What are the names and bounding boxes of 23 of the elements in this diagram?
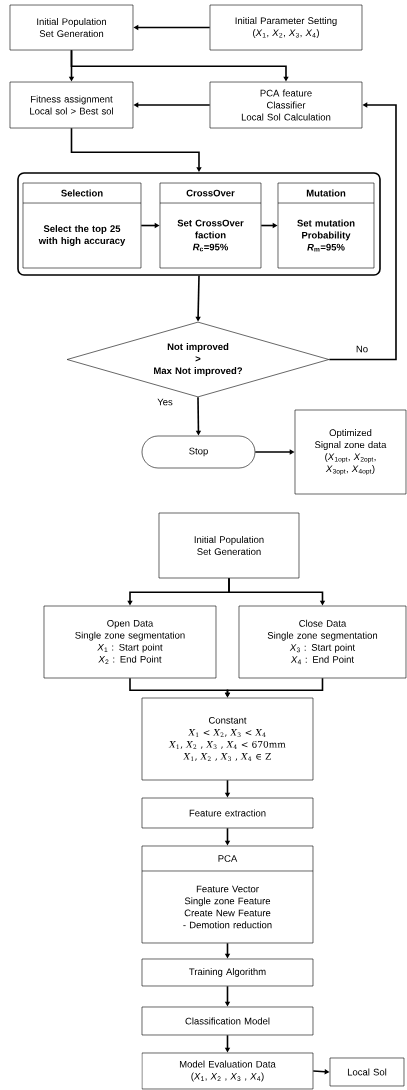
process-box: Classification Model	[141, 1006, 314, 1036]
process-box: Initial Population Set Generation	[9, 4, 134, 51]
terminal-box: Stop	[141, 435, 256, 469]
process-box: Constant X$_{1}$ < X$_{2}$, X$_{3}$ < X$_{4}$ X$_{1}$, X$_{2}$ , X$_{3}$ , X$_{4}$ < 670mm X$_{1}$, X$_{2}$ , X$_{3}$ , X$_{4}$ ∈ Z	[141, 697, 314, 781]
process-box: Feature extraction	[141, 797, 314, 829]
process-box: PCA feature Classifier Local Sol Calculation	[209, 81, 363, 129]
process-box: Initial Population Set Generation	[158, 512, 300, 579]
header-box: CrossOver Set CrossOver faction R$_{c}$=95%	[159, 182, 262, 269]
edge-label: No	[354, 344, 370, 354]
header-box: Mutation Set mutation Probability R$_{m}$=95%	[277, 182, 375, 269]
process-box: Open Data Single zone segmentation X$_{1}$ : Start point X$_{2}$ : End Point	[43, 605, 217, 679]
process-box: Initial Parameter Setting (X$_{1}$, X$_{2}$, X$_{3}$, X$_{4}$)	[209, 4, 363, 51]
process-box: Optimized Signal zone data (X$_{1opt}$, X$_{2opt}$, X$_{3opt}$, X$_{4opt}$)	[294, 409, 407, 495]
header-box: PCA Feature Vector Single zone Feature Create New Feature - Demotion reduction	[141, 845, 314, 944]
edge-label: Yes	[156, 397, 174, 407]
process-box: Local Sol	[329, 1057, 405, 1087]
header-box: Selection Select the top 25 with high accuracy	[22, 182, 142, 269]
process-box: Close Data Single zone segmentation X$_{3}$ : Start point X$_{4}$ : End Point	[238, 605, 407, 679]
process-box: Fitness assignment Local sol > Best sol	[9, 81, 134, 129]
process-box: Training Algorithm	[141, 958, 314, 987]
process-box: Model Evaluation Data (X$_{1}$, X$_{2}$ , X$_{3}$ , X$_{4}$)	[141, 1052, 314, 1090]
arrow	[328, 102, 397, 361]
group-frame	[17, 172, 381, 276]
